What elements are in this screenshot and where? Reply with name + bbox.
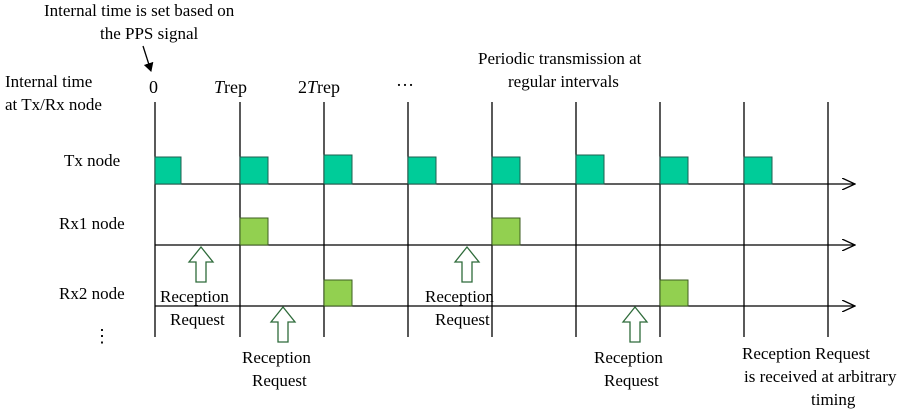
up-arrow-icon: [453, 245, 481, 283]
arbitrary-annotation-line1: Reception Request: [742, 344, 870, 363]
periodic-annotation-line1: Periodic transmission at: [478, 49, 642, 68]
tick-label-0: 0: [149, 77, 158, 97]
node-label-tx: Tx node: [64, 151, 120, 170]
reception-request-label: Reception: [425, 287, 494, 306]
rx1-block: [239, 217, 269, 246]
tx-block: [659, 156, 689, 185]
rx-blocks: [239, 217, 689, 307]
reception-request-label: Request: [170, 310, 225, 329]
tx-block: [575, 154, 605, 185]
reception-request-label: Reception: [594, 348, 663, 367]
reception-request-label: Reception: [242, 348, 311, 367]
arbitrary-annotation-line2: is received at arbitrary: [744, 367, 897, 386]
periodic-annotation-line2: regular intervals: [508, 72, 619, 91]
pps-annotation-line1: Internal time is set based on: [44, 1, 235, 20]
up-arrow-icon: [621, 305, 649, 343]
internal-time-label-line1: Internal time: [5, 72, 92, 91]
reception-request-label: Request: [435, 310, 490, 329]
reception-request-arrows: [187, 245, 649, 343]
tx-block: [491, 156, 521, 185]
tx-block: [743, 156, 773, 185]
up-arrow-icon: [187, 245, 215, 283]
more-nodes-ellipsis: ⋮: [93, 326, 111, 346]
reception-request-label: Request: [604, 371, 659, 390]
node-label-rx1: Rx1 node: [59, 214, 125, 233]
tx-block: [154, 156, 182, 185]
reception-request-label: Reception: [160, 287, 229, 306]
tick-label-trep: Trep: [214, 77, 247, 97]
up-arrow-icon: [269, 305, 297, 343]
tick-label-ellipsis: …: [396, 70, 414, 90]
tx-block: [407, 156, 437, 185]
rx1-block: [491, 217, 521, 246]
tick-label-2trep: 2Trep: [298, 77, 340, 97]
node-label-rx2: Rx2 node: [59, 284, 125, 303]
tx-block: [323, 154, 353, 185]
rx2-block: [659, 279, 689, 307]
internal-time-label-line2: at Tx/Rx node: [5, 95, 102, 114]
arbitrary-annotation-line3: timing: [811, 390, 856, 409]
pps-pointer-arrow: [142, 45, 154, 72]
tx-blocks: [154, 154, 773, 185]
pps-annotation-line2: the PPS signal: [100, 24, 199, 43]
tx-block: [239, 156, 269, 185]
rx2-block: [323, 279, 353, 307]
reception-request-label: Request: [252, 371, 307, 390]
